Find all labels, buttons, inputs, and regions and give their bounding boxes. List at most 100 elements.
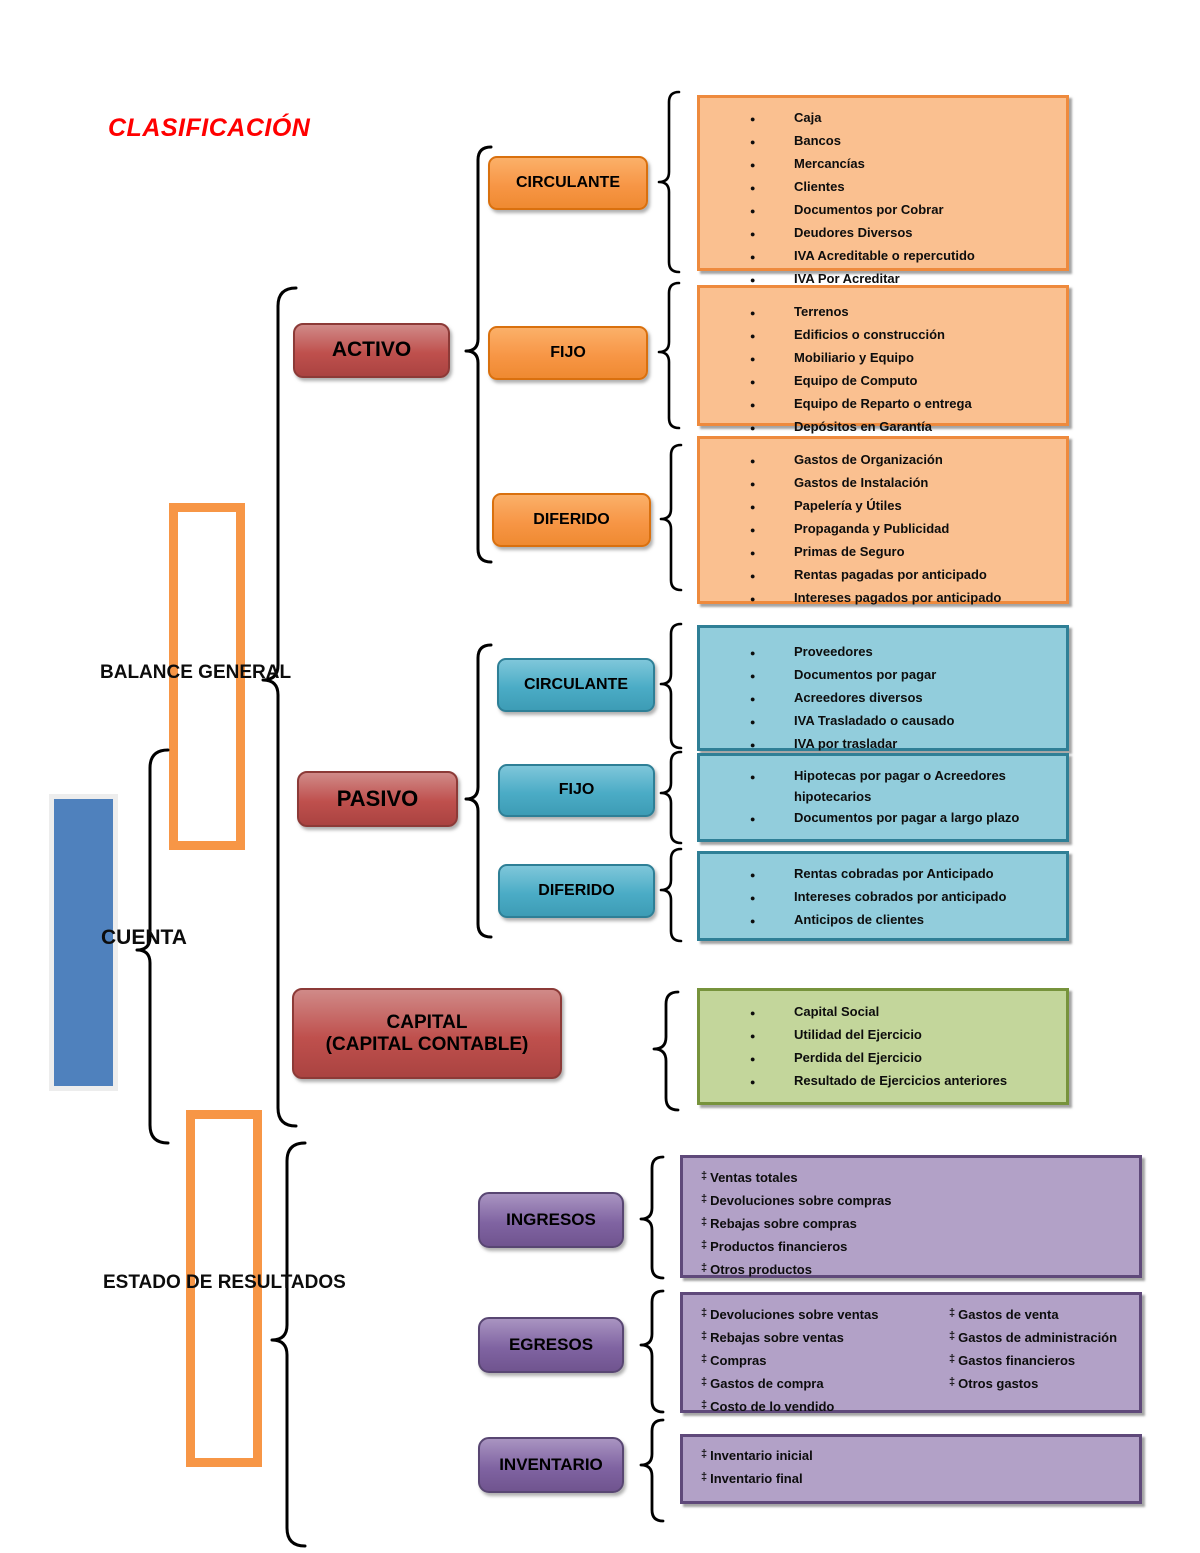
node-egresos: EGRESOS	[478, 1317, 624, 1373]
list-item: ‡Inventario final	[683, 1468, 1139, 1491]
bullet-icon: ‡	[949, 1330, 956, 1342]
node-activo-circulante-label: CIRCULANTE	[516, 173, 620, 191]
bullet-icon: ●	[750, 571, 756, 581]
list-item: ●Capital Social	[700, 1001, 1066, 1024]
list-item-text: Rebajas sobre ventas	[710, 1330, 844, 1345]
brace-estado-resultados	[270, 1141, 307, 1548]
brace-activo-diferido	[659, 443, 683, 592]
bullet-icon: ‡	[949, 1376, 956, 1388]
node-activo-label: ACTIVO	[331, 338, 412, 362]
list-item: ●Equipo de Computo	[700, 370, 1066, 393]
node-activo-fijo-label: FIJO	[550, 343, 586, 361]
list-item: ●Documentos por Cobrar	[700, 199, 1066, 222]
list-item-text: Otros gastos	[958, 1376, 1039, 1391]
list-item: ●Equipo de Reparto o entrega	[700, 393, 1066, 416]
list-item: ‡Productos financieros	[683, 1236, 1139, 1259]
node-ingresos: INGRESOS	[478, 1192, 624, 1248]
bullet-icon: ●	[750, 740, 756, 750]
bullet-icon: ●	[750, 229, 756, 239]
node-egresos-label: EGRESOS	[508, 1335, 594, 1355]
list-item: ‡Gastos de compra	[683, 1373, 931, 1396]
brace-pasivo	[464, 643, 493, 939]
list-item-text: Rentas cobradas por Anticipado	[794, 866, 994, 881]
bullet-icon: ●	[750, 772, 756, 782]
list-item-text: Devoluciones sobre ventas	[710, 1307, 879, 1322]
bullet-icon: ●	[750, 1031, 756, 1041]
brace-activo	[464, 145, 493, 564]
list-item: ‡Rebajas sobre ventas	[683, 1327, 931, 1350]
brace-activo-circulante	[657, 90, 681, 274]
list-item-text: Deudores Diversos	[794, 225, 913, 240]
list-item: ●Mobiliario y Equipo	[700, 347, 1066, 370]
list-item-text: Caja	[794, 110, 822, 125]
list-item: ●Anticipos de clientes	[700, 909, 1066, 932]
list-ingresos: ‡Ventas totales‡Devoluciones sobre compr…	[680, 1155, 1142, 1278]
list-item: ●Documentos por pagar	[700, 664, 1066, 687]
list-item-text: Intereses pagados por anticipado	[794, 590, 1002, 605]
bullet-icon: ●	[750, 183, 756, 193]
balance-highlight-rectangle	[169, 503, 245, 850]
bullet-icon: ●	[750, 502, 756, 512]
estado-highlight-rectangle	[186, 1110, 262, 1467]
brace-pasivo-fijo	[659, 750, 683, 845]
bullet-icon: ●	[750, 252, 756, 262]
node-pasivo-diferido: DIFERIDO	[498, 864, 655, 918]
node-capital-label: CAPITAL (CAPITAL CONTABLE)	[326, 1012, 529, 1056]
node-pasivo-fijo-label: FIJO	[558, 781, 595, 799]
page-title: CLASIFICACIÓN	[108, 114, 311, 142]
list-item: ●Intereses cobrados por anticipado	[700, 886, 1066, 909]
node-activo-diferido-label: DIFERIDO	[533, 510, 610, 528]
brace-cuenta	[135, 748, 170, 1145]
node-inventario: INVENTARIO	[478, 1437, 624, 1493]
bullet-icon: ●	[750, 916, 756, 926]
list-item-text: Documentos por pagar a largo plazo	[794, 810, 1020, 825]
list-item-text: Depósitos en Garantía	[794, 419, 932, 434]
bullet-icon: ●	[750, 423, 756, 433]
bullet-icon: ●	[750, 160, 756, 170]
bullet-icon: ●	[750, 814, 756, 824]
node-inventario-label: INVENTARIO	[499, 1455, 603, 1475]
list-item-text: Mobiliario y Equipo	[794, 350, 914, 365]
cuenta-label: CUENTA	[101, 926, 187, 949]
bullet-icon: ●	[750, 1077, 756, 1087]
node-capital: CAPITAL (CAPITAL CONTABLE)	[292, 988, 562, 1079]
estado-de-resultados-label: ESTADO DE RESULTADOS	[103, 1272, 346, 1293]
list-item-text: Equipo de Reparto o entrega	[794, 396, 972, 411]
bullet-icon: ●	[750, 206, 756, 216]
list-item-text: Perdida del Ejercicio	[794, 1050, 922, 1065]
list-item-text: Proveedores	[794, 644, 873, 659]
bullet-icon: ●	[750, 275, 756, 285]
bullet-icon: ●	[750, 331, 756, 341]
list-item: ●Hipotecas por pagar o Acreedores hipote…	[700, 765, 1066, 807]
list-item: ● Mercancías	[700, 153, 1066, 176]
bullet-icon: ●	[750, 671, 756, 681]
brace-inventario	[639, 1418, 665, 1523]
list-item-text: IVA Acreditable o repercutido	[794, 248, 975, 263]
cuenta-highlight-rectangle	[54, 799, 113, 1086]
list-item: ‡Rebajas sobre compras	[683, 1213, 1139, 1236]
list-item: ●Gastos de Instalación	[700, 472, 1066, 495]
list-item: ‡Gastos financieros	[931, 1350, 1139, 1373]
bullet-icon: ‡	[701, 1193, 708, 1205]
list-item-text: Equipo de Computo	[794, 373, 918, 388]
list-item-text: IVA Trasladado o causado	[794, 713, 955, 728]
node-activo: ACTIVO	[293, 323, 450, 378]
egresos-column-right: ‡Gastos de venta‡Gastos de administració…	[931, 1304, 1139, 1419]
list-item-text: Costo de lo vendido	[710, 1399, 835, 1414]
list-item-text: Bancos	[794, 133, 841, 148]
bullet-icon: ●	[750, 648, 756, 658]
list-item-text: Mercancías	[794, 156, 865, 171]
list-item-text: Gastos de administración	[958, 1330, 1118, 1345]
list-item: ‡Gastos de venta	[931, 1304, 1139, 1327]
brace-activo-fijo	[657, 281, 681, 430]
bullet-icon: ●	[750, 870, 756, 880]
list-item: ● Depósitos en Garantía	[700, 416, 1066, 439]
bullet-icon: ●	[750, 694, 756, 704]
bullet-icon: ●	[750, 1054, 756, 1064]
list-item: ● Rentas pagadas por anticipado	[700, 564, 1066, 587]
list-item: ●Primas de Seguro	[700, 541, 1066, 564]
list-item-text: Rentas pagadas por anticipado	[794, 567, 987, 582]
list-item: ●Intereses pagados por anticipado	[700, 587, 1066, 610]
list-item: ‡Gastos de administración	[931, 1327, 1139, 1350]
